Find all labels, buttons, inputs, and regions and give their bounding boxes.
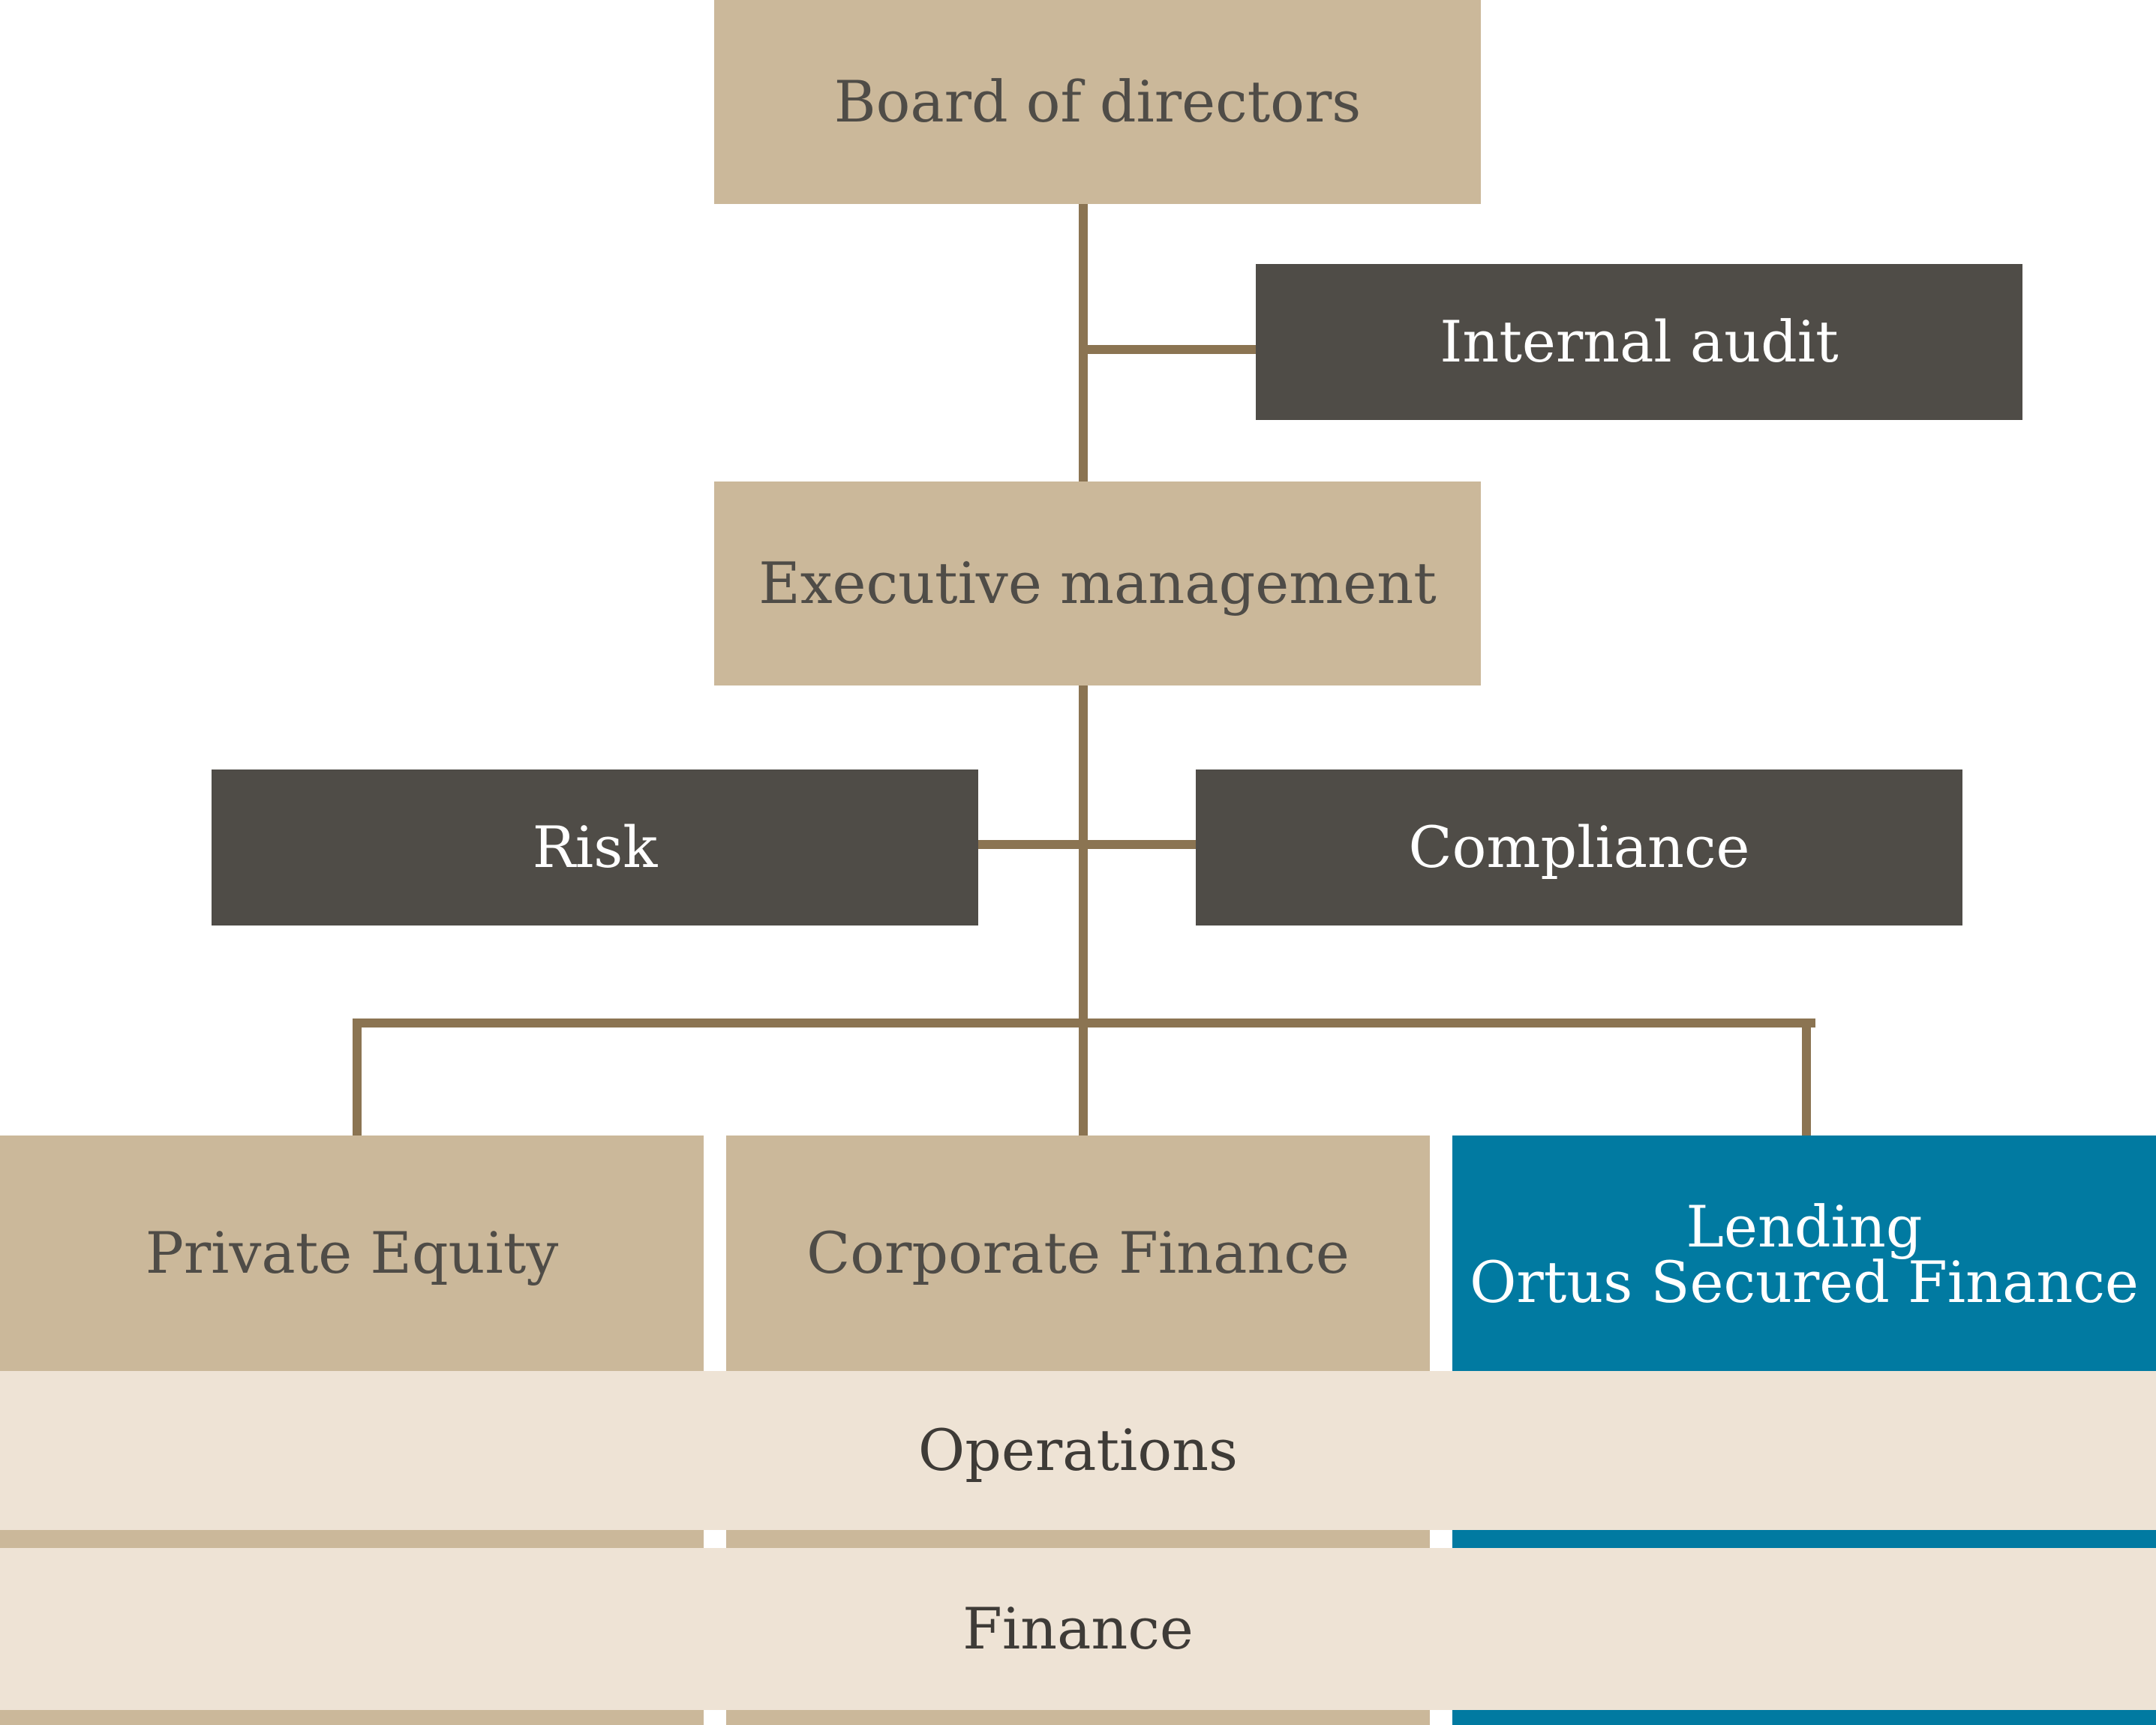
connector-risk-compliance	[977, 840, 1196, 849]
lending-stripe-2	[1452, 1710, 2156, 1725]
compliance-box: Compliance	[1196, 770, 1962, 926]
connector-board-executive	[1079, 204, 1088, 483]
operations-label: Operations	[917, 1417, 1239, 1484]
connector-lending	[1802, 1018, 1811, 1136]
connector-internal-audit	[1083, 345, 1256, 354]
board-of-directors-label: Board of directors	[833, 68, 1362, 135]
operations-band: Operations	[0, 1371, 2156, 1530]
lending-stripe-1	[1452, 1530, 2156, 1548]
risk-label: Risk	[532, 814, 658, 880]
corporate-finance-box: Corporate Finance	[726, 1136, 1430, 1371]
corporate-finance-label: Corporate Finance	[806, 1220, 1350, 1286]
lending-box: Lending Ortus Secured Finance	[1452, 1136, 2156, 1371]
corporate-finance-stripe-1	[726, 1530, 1430, 1548]
ortus-secured-finance-label: Ortus Secured Finance	[1470, 1249, 2139, 1316]
executive-management-box: Executive management	[714, 482, 1481, 686]
private-equity-label: Private Equity	[145, 1220, 559, 1286]
risk-box: Risk	[212, 770, 978, 926]
internal-audit-label: Internal audit	[1440, 308, 1839, 375]
corporate-finance-stripe-2	[726, 1710, 1430, 1725]
private-equity-stripe-2	[0, 1710, 704, 1725]
lending-label: Lending	[1686, 1193, 1923, 1260]
compliance-label: Compliance	[1408, 814, 1750, 880]
connector-executive-divisions	[1079, 686, 1088, 1136]
board-of-directors-box: Board of directors	[714, 0, 1481, 204]
finance-label: Finance	[962, 1595, 1194, 1662]
finance-band: Finance	[0, 1548, 2156, 1710]
internal-audit-box: Internal audit	[1256, 264, 2022, 420]
executive-management-label: Executive management	[758, 550, 1437, 616]
connector-private-equity	[353, 1018, 362, 1136]
private-equity-box: Private Equity	[0, 1136, 704, 1371]
private-equity-stripe-1	[0, 1530, 704, 1548]
connector-divisions-horizontal	[353, 1018, 1815, 1028]
